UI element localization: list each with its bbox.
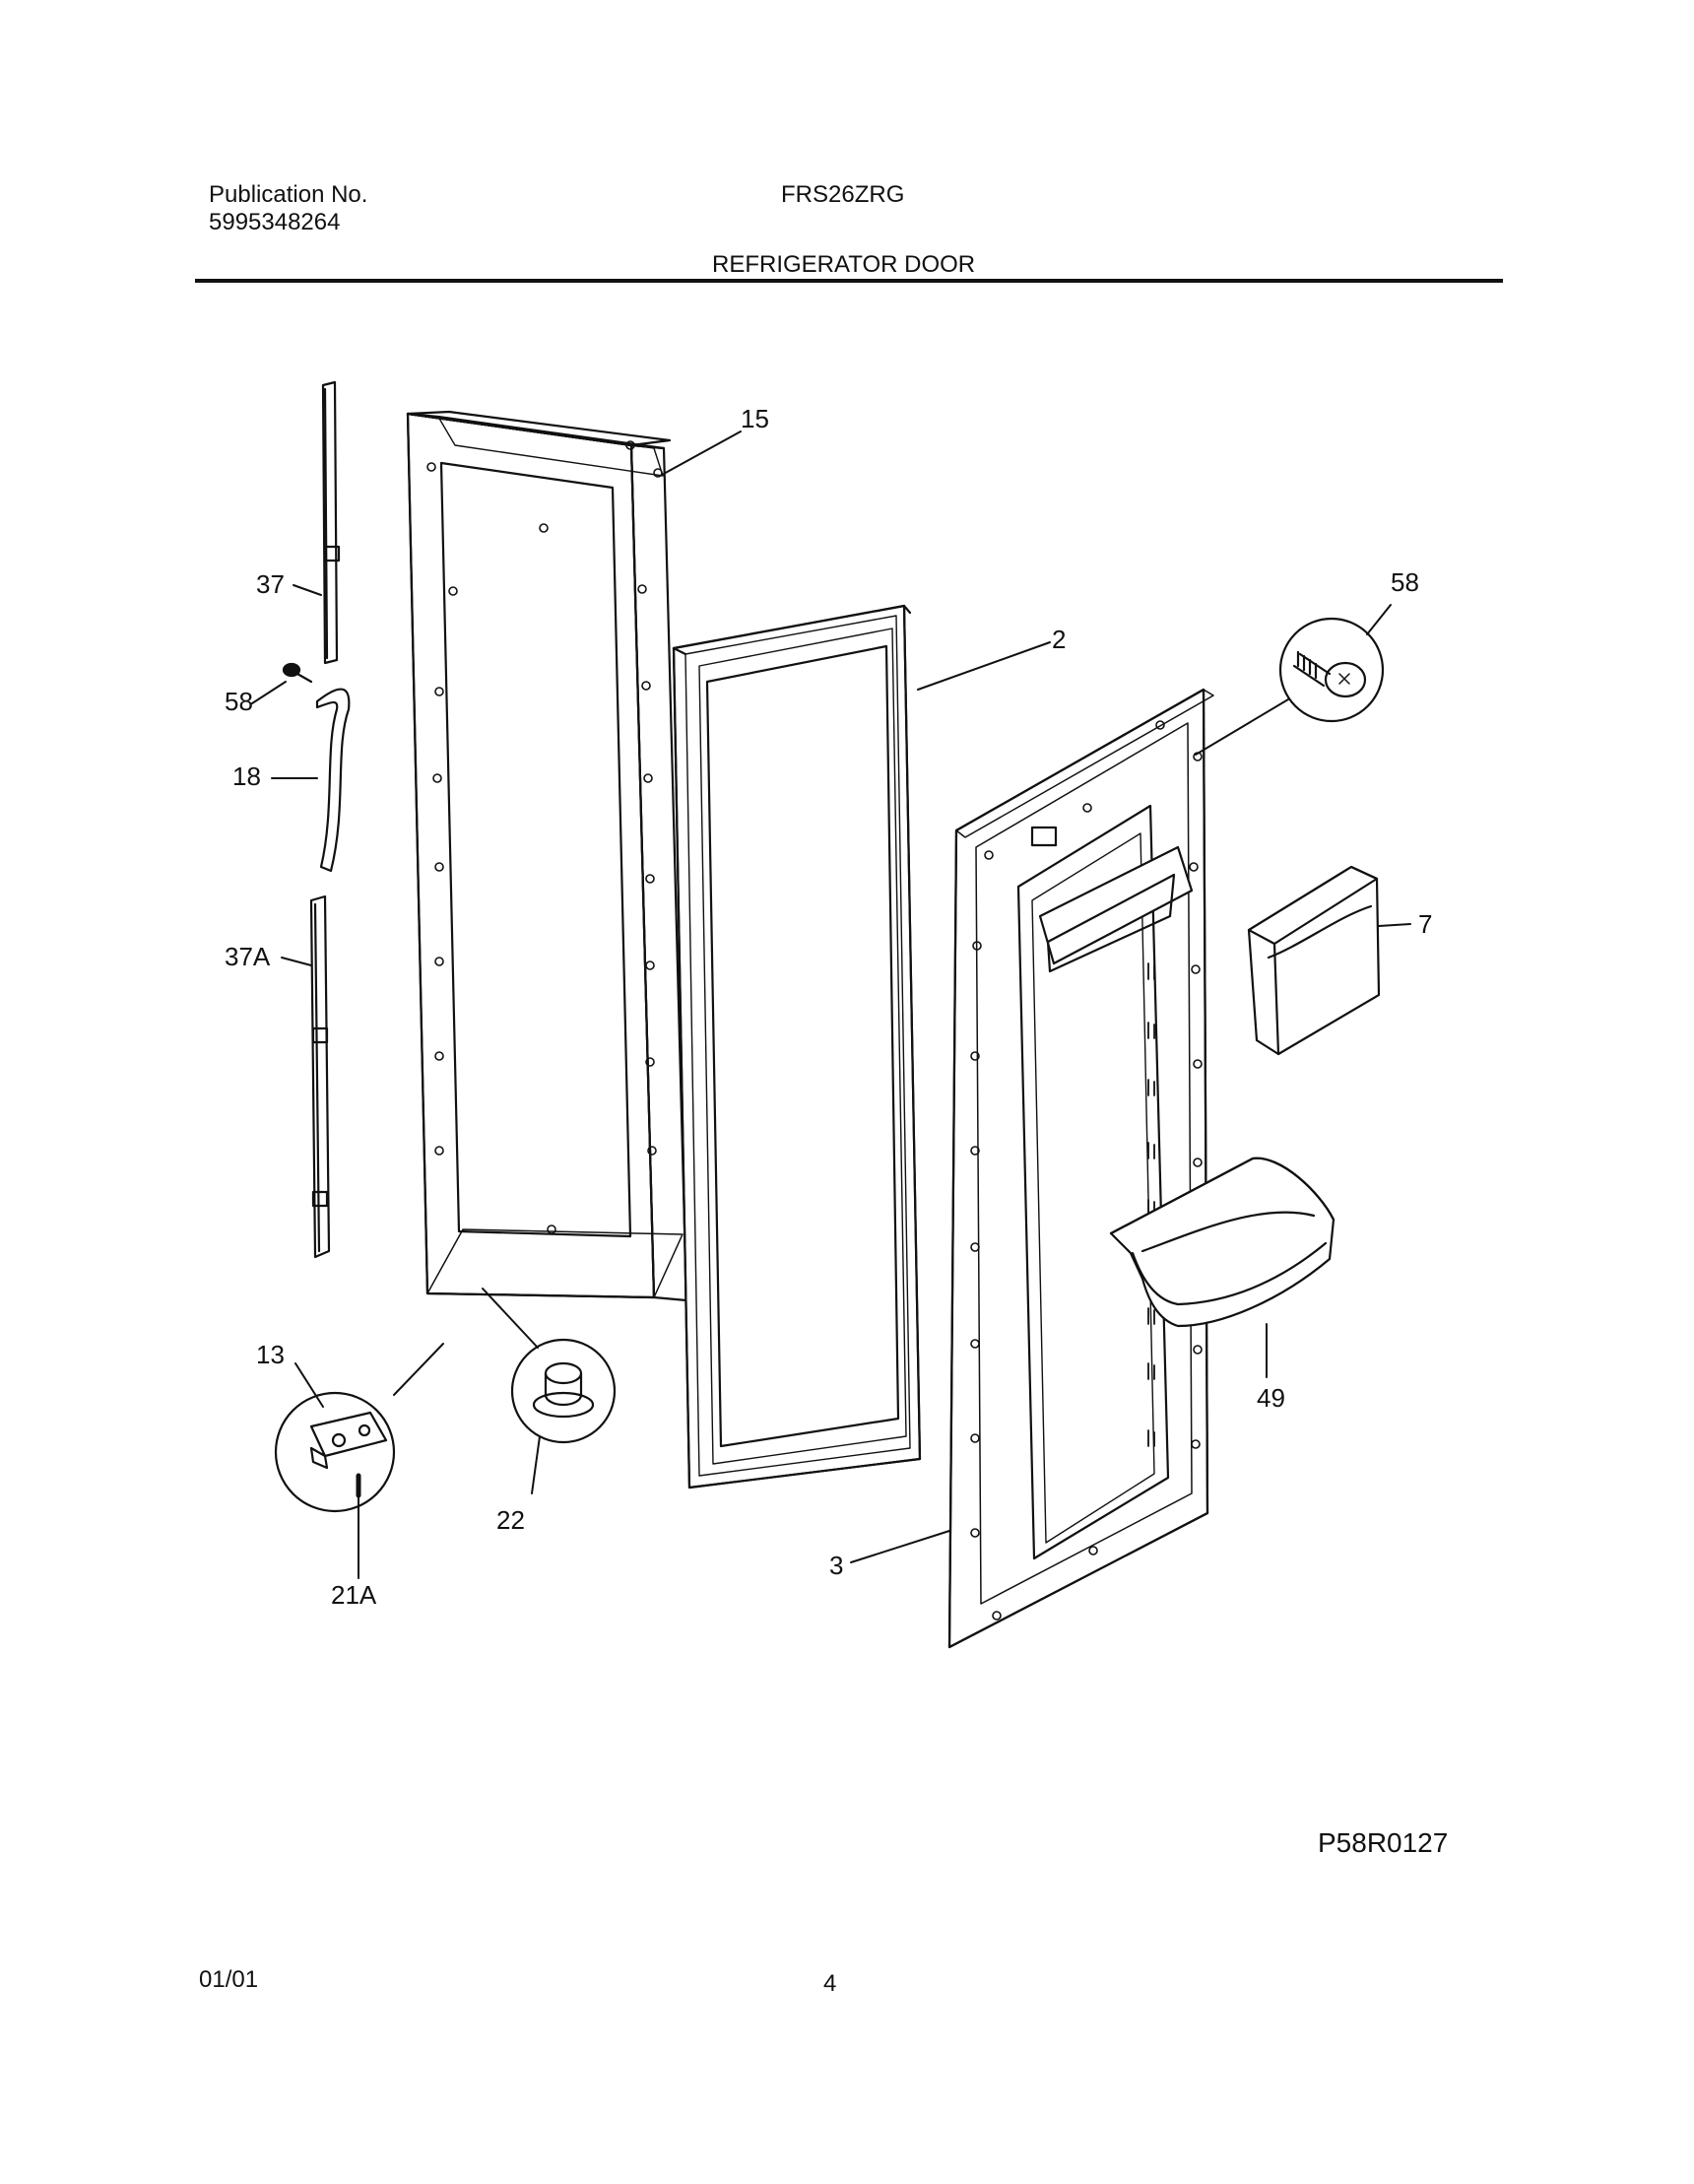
callout-49: 49 (1257, 1383, 1285, 1413)
callout-18: 18 (232, 761, 261, 791)
callout-21a: 21A (331, 1580, 377, 1610)
callout-13: 13 (256, 1340, 285, 1369)
part-18-handle (317, 690, 349, 871)
callout-22: 22 (496, 1505, 525, 1535)
part-37-upper-hinge (323, 382, 339, 663)
publication-label: Publication No. (209, 181, 368, 208)
callout-37a: 37A (225, 942, 271, 971)
leader-lines (252, 431, 1410, 1578)
part-49-door-bin (1111, 1158, 1334, 1326)
part-37a-lower-hinge (311, 896, 329, 1257)
callout-7: 7 (1418, 909, 1433, 939)
section-title: REFRIGERATOR DOOR (712, 251, 976, 278)
part-15-door-frame (408, 412, 686, 1300)
callout-2: 2 (1052, 625, 1067, 654)
header-rule (195, 279, 1503, 283)
callout-37: 37 (256, 569, 285, 599)
part-2-gasket (674, 606, 920, 1488)
model-number: FRS26ZRG (781, 181, 905, 208)
part-58-screw-small (284, 664, 311, 682)
callout-58-right: 58 (1391, 567, 1419, 597)
callout-3: 3 (829, 1551, 844, 1580)
callout-58-left: 58 (225, 687, 253, 716)
detail-13-bracket (276, 1393, 394, 1511)
page-number: 4 (823, 1970, 837, 1997)
part-3-door-liner (949, 690, 1213, 1647)
part-7-dairy-cover (1249, 867, 1379, 1054)
callout-15: 15 (741, 404, 769, 433)
detail-22-bushing (512, 1340, 615, 1442)
figure-id: P58R0127 (1318, 1827, 1449, 1858)
footer-date: 01/01 (199, 1966, 259, 1993)
publication-number: 5995348264 (209, 209, 341, 235)
detail-58-screw (1280, 619, 1383, 721)
